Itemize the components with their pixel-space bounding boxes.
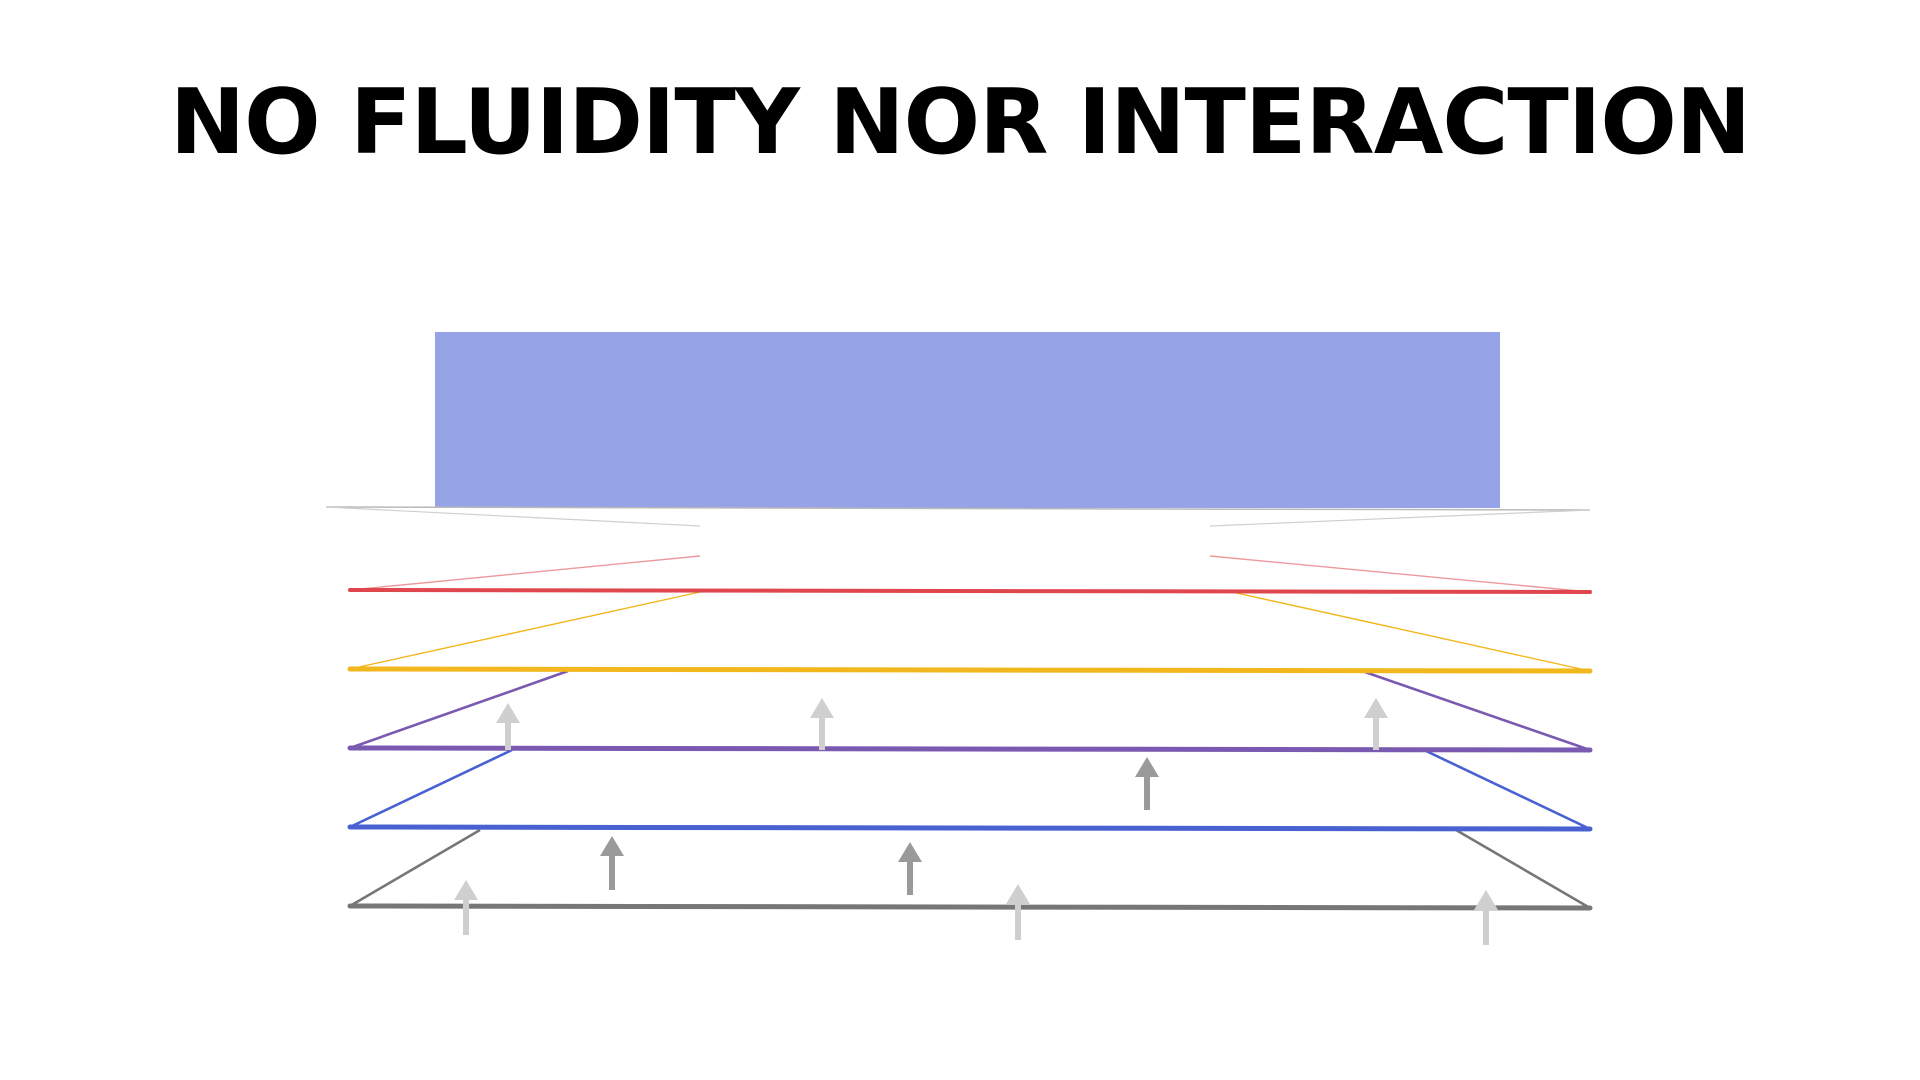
layer-red-right-edge: [1209, 555, 1591, 593]
arrow-head: [1474, 890, 1498, 910]
layer-gray-base: [347, 828, 1593, 911]
ghost-layer-right-edge: [1209, 509, 1591, 527]
arrow-head: [1135, 757, 1159, 777]
layer-planes: [347, 555, 1593, 911]
arrow-up-icon: [810, 698, 834, 750]
upward-arrows: [454, 698, 1498, 945]
arrow-up-icon: [1135, 757, 1159, 810]
arrow-up-icon: [454, 880, 478, 935]
arrow-head: [898, 842, 922, 862]
arrow-head: [810, 698, 834, 718]
layer-blue-right-edge: [1423, 748, 1591, 831]
arrow-head: [1006, 884, 1030, 904]
layer-yellow-base: [347, 666, 1593, 674]
arrow-up-icon: [1006, 884, 1030, 940]
layer-gray-base-base: [347, 903, 1593, 911]
ghost-layer-line: [325, 506, 1591, 511]
arrow-up-icon: [898, 842, 922, 895]
layer-blue-base: [347, 824, 1593, 832]
layer-gray-base-right-edge: [1455, 828, 1591, 910]
arrow-head: [1364, 698, 1388, 718]
layer-gray-base-left-edge: [349, 828, 481, 908]
layer-yellow-right-edge: [1231, 591, 1591, 672]
top-block: [435, 332, 1500, 508]
ghost-layer: [325, 506, 1591, 527]
arrow-head: [454, 880, 478, 900]
layer-red: [348, 555, 1592, 594]
arrow-up-icon: [600, 836, 624, 890]
layer-blue-left-edge: [349, 748, 513, 829]
layer-red-left-edge: [349, 555, 701, 591]
layer-blue: [347, 748, 1593, 832]
layer-yellow-left-edge: [349, 591, 701, 670]
arrow-up-icon: [1364, 698, 1388, 750]
layer-yellow: [347, 591, 1593, 674]
layer-purple-left-edge: [349, 669, 569, 750]
ghost-layer-left-edge: [325, 506, 701, 527]
arrow-up-icon: [1474, 890, 1498, 945]
layer-red-base: [348, 588, 1592, 594]
arrow-head: [496, 703, 520, 723]
arrow-up-icon: [496, 703, 520, 750]
layer-purple-base: [347, 745, 1593, 753]
slide-title: NO FLUIDITY NOR INTERACTION: [169, 70, 1751, 175]
layer-purple-right-edge: [1361, 669, 1591, 752]
layer-purple: [347, 669, 1593, 753]
arrow-head: [600, 836, 624, 856]
